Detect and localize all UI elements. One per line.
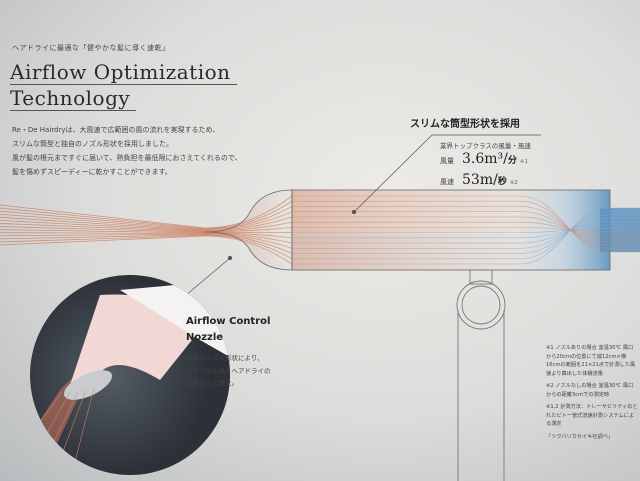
airflow-line: [292, 214, 640, 254]
spec-airflow: 風量 3.6m³/分※1: [440, 151, 528, 167]
airflow-line: [292, 200, 640, 249]
airflow-line: [292, 221, 640, 244]
dryer-handle: [456, 269, 506, 481]
footnote: 「ツクバリカセイキ社調べ」: [546, 433, 614, 440]
spec-label: 風速: [440, 178, 454, 186]
nozzle-title-line1: Airflow Control: [186, 316, 271, 327]
footnote: ※2 ノズルなしの場合 室温30℃ 風口からの距離3cmでの測定時: [546, 383, 634, 398]
nozzle-desc-line: パワフルな風とヘアドライの: [186, 366, 271, 375]
spec-value: 53m/: [462, 172, 498, 188]
page-title-line2: Technology: [10, 86, 137, 111]
feature-title: スリムな筒型形状を採用: [410, 119, 520, 130]
tagline: ヘアドライに最適な「健やかな髪に導く速乾」: [12, 44, 170, 52]
nozzle-description: 独自のノズル形状により、 パワフルな風とヘアドライの 心地よさを両立。: [186, 352, 271, 390]
spec-value: 3.6m³/: [462, 151, 508, 167]
airflow-line: [292, 217, 640, 249]
airflow-line: [292, 227, 640, 232]
airflow-line: [292, 224, 640, 239]
spec-label: 風量: [440, 157, 454, 165]
footnote: ※1 ノズルありの場合 室温30℃ 風口から20cmの位置にて縦12cm×横16…: [546, 345, 636, 377]
intro-text: Re・De Hairdryは、大風速で広範囲の風の流れを実現するため、 スリムな…: [12, 123, 242, 179]
airflow-line: [292, 207, 640, 265]
spec-note: ※2: [509, 180, 518, 186]
footnote: ※1,2 計測方法：トレーサビリティのとれたピトー管式流速計測システムによる測定: [546, 404, 638, 427]
spec-note: ※1: [519, 159, 528, 165]
nozzle-desc-line: 心地よさを両立。: [186, 379, 238, 387]
nozzle-title: Airflow Control Nozzle: [186, 314, 270, 346]
airflow-line: [292, 221, 640, 236]
airflow-line: [292, 206, 640, 246]
spec-unit: 秒: [497, 177, 507, 187]
footnotes: ※1 ノズルありの場合 室温30℃ 風口から20cmの位置にて縦12cm×横16…: [546, 344, 638, 445]
nozzle-desc-line: 独自のノズル形状により、: [186, 354, 264, 362]
spec-unit: 分: [507, 156, 517, 166]
spec-caption: 業界トップクラスの風量・風速: [440, 142, 531, 150]
airflow-line: [292, 211, 640, 260]
nozzle-title-line2: Nozzle: [186, 332, 224, 343]
air-outlet-blue: [600, 208, 640, 252]
dryer-body: [291, 189, 611, 271]
intro-line: 風が髪の根元まですぐに届いて、熱負担を最低限におさえてくれるので、: [12, 154, 242, 162]
spec-airspeed: 風速 53m/秒※2: [440, 172, 518, 188]
intro-line: スリムな筒型と独自のノズル形状を採用しました。: [12, 140, 173, 148]
intro-line: Re・De Hairdryは、大風速で広範囲の風の流れを実現するため、: [12, 126, 220, 134]
airflow-line: [292, 211, 640, 243]
intro-line: 髪を傷めずスピーディーに乾かすことができます。: [12, 168, 172, 176]
airflow-line: [292, 228, 640, 233]
page-title-line1: Airflow Optimization: [10, 60, 237, 85]
airflow-line: [292, 195, 640, 253]
airflow-line: [292, 216, 640, 239]
airflow-lines-body: [292, 195, 640, 265]
